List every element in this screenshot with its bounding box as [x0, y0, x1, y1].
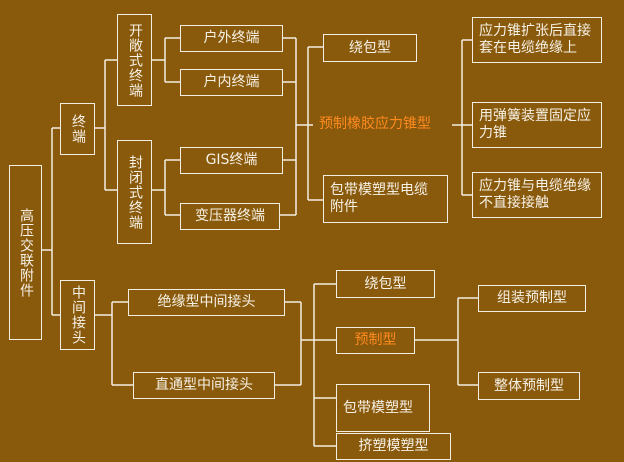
node-joint-prefab: 预制型: [336, 327, 415, 354]
node-joint-wrapped: 绕包型: [336, 270, 435, 298]
root-node: 高压交联附件: [9, 165, 42, 340]
node-cone-spring: 用弹簧装置固定应力锥: [472, 102, 602, 148]
node-straight-joint: 直通型中间接头: [133, 372, 275, 399]
node-joint-extrusion-molded: 挤塑模塑型: [336, 433, 451, 460]
node-closed-terminal: 封闭式终端: [117, 140, 152, 244]
node-assembled-prefab: 组装预制型: [478, 285, 586, 312]
node-joint: 中间接头: [60, 280, 95, 350]
node-outdoor-terminal: 户外终端: [180, 25, 283, 52]
node-gis-terminal: GIS终端: [180, 147, 283, 174]
node-joint-tape-molded: 包带模塑型: [336, 384, 430, 432]
node-transformer-terminal: 变压器终端: [180, 203, 280, 230]
node-cone-expanded: 应力锥扩张后直接套在电缆绝缘上: [472, 17, 602, 63]
node-indoor-terminal: 户内终端: [180, 69, 283, 96]
node-terminal-tape-molded: 包带模塑型电缆附件: [323, 175, 448, 223]
node-terminal-wrapped: 绕包型: [323, 34, 417, 62]
node-open-terminal: 开敞式终端: [117, 14, 152, 106]
node-cone-no-contact: 应力锥与电缆绝缘不直接接触: [472, 172, 602, 218]
node-terminal-prefab-rubber: 预制橡胶应力锥型: [319, 116, 431, 132]
node-terminal: 终端: [60, 103, 95, 155]
node-integral-prefab: 整体预制型: [478, 372, 580, 400]
node-insulated-joint: 绝缘型中间接头: [128, 289, 285, 316]
